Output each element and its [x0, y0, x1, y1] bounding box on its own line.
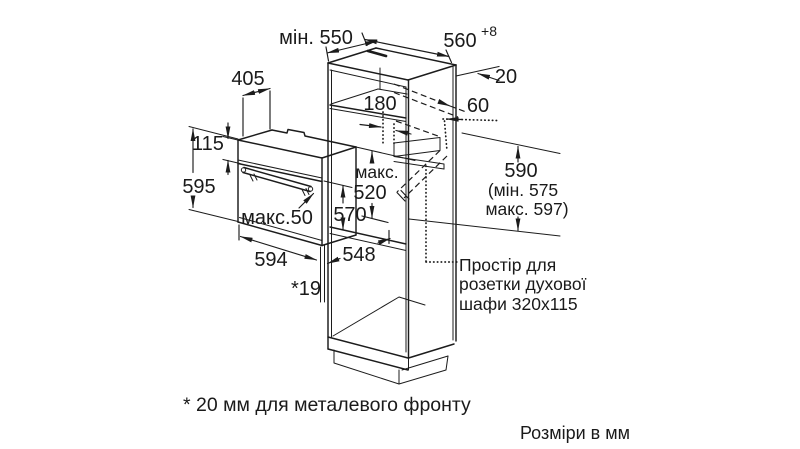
dim-20-top: 20 [455, 65, 517, 88]
socket-note-line-3: шафи 320x115 [459, 294, 578, 314]
dim-label-570: 570 [333, 204, 366, 226]
dim-label-min-550: мін. 550 [279, 27, 353, 49]
footnote-metal-front: * 20 мм для металевого фронту [183, 394, 471, 416]
dim-570: 570 [323, 180, 367, 231]
oven-handle [240, 166, 314, 196]
dim-548: 548 [326, 229, 391, 266]
dim-594: 594 [238, 224, 318, 271]
cabinet-outline [327, 47, 457, 385]
dim-label-min-575: (мін. 575 [488, 180, 558, 200]
units-note: Розміри в мм [520, 423, 630, 443]
dim-label-20: 20 [495, 66, 517, 88]
socket-note-line-1: Простір для [459, 255, 556, 275]
dim-label-590: 590 [504, 160, 537, 182]
dim-590: 590 (мін. 575 макс. 597) [408, 132, 569, 237]
socket-hatch-area [393, 83, 467, 263]
dim-label-560-tolerance: +8 [481, 23, 497, 39]
dim-label-595: 595 [182, 176, 215, 198]
dim-label-180: 180 [363, 93, 396, 115]
dim-595: 595 [182, 126, 239, 222]
dim-label-594: 594 [254, 249, 287, 271]
dim-label-maks-50: макс.50 [241, 207, 313, 229]
dim-label-maks: макс. [355, 162, 398, 182]
dim-180: 180 [359, 93, 412, 147]
dim-115: 115 [192, 122, 241, 176]
dim-label-560: 560 [443, 30, 476, 52]
dim-maks-50: макс.50 [241, 192, 315, 229]
dim-label-520: 520 [353, 182, 386, 204]
dim-label-19: *19 [291, 278, 321, 300]
dim-label-maks-597: макс. 597) [485, 199, 568, 219]
dim-405: 405 [231, 68, 271, 137]
dim-maks-520: макс. 520 [353, 146, 416, 224]
dim-gap-19: *19 [291, 244, 325, 303]
dim-label-405: 405 [231, 68, 264, 90]
dim-label-115: 115 [192, 133, 224, 155]
dim-label-548: 548 [342, 244, 375, 266]
dim-60: 60 [442, 95, 498, 152]
socket-note: Простір для розетки духової шафи 320x115 [459, 255, 587, 314]
dim-560: 560 +8 [361, 23, 497, 64]
dim-label-60: 60 [467, 95, 489, 117]
socket-note-line-2: розетки духової [459, 274, 587, 294]
dim-min-550: мін. 550 [279, 27, 388, 62]
